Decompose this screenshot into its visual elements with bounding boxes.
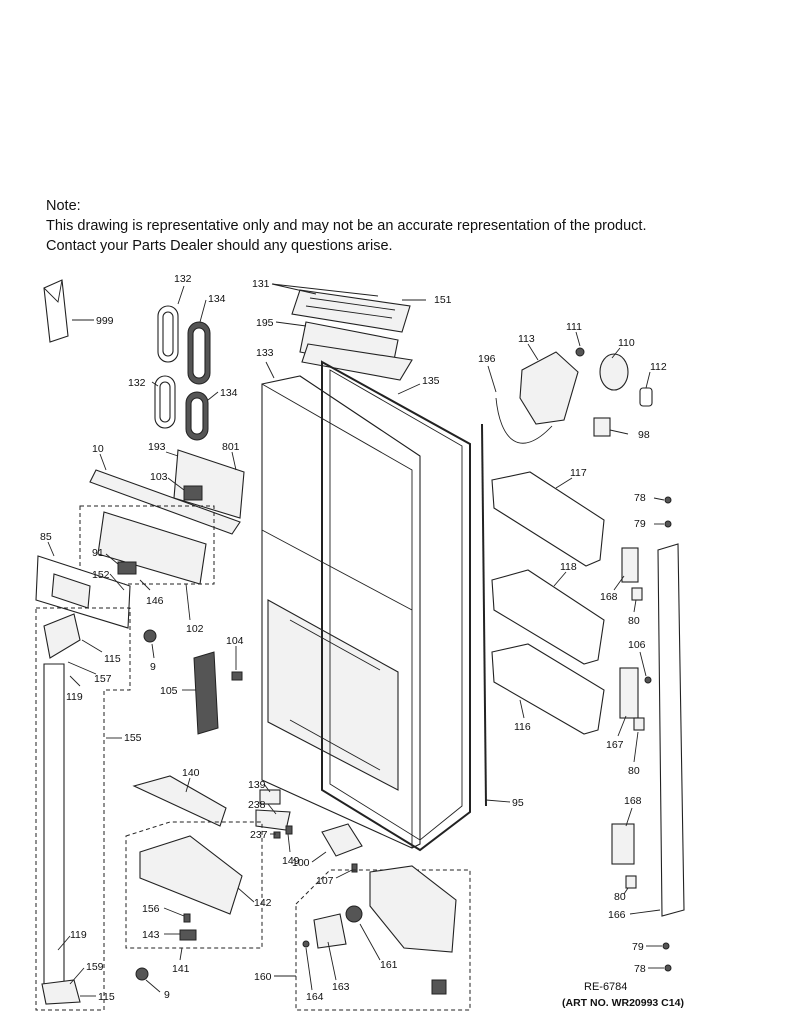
label-80: 80 [628,765,640,777]
label-103: 103 [150,471,168,483]
label-111: 111 [566,321,582,333]
label-9: 9 [164,989,170,1001]
label-131: 131 [252,278,270,290]
label-140: 140 [182,767,200,779]
label-195: 195 [256,317,274,329]
label-107: 107 [316,875,334,887]
label-80: 80 [614,891,626,903]
label-118: 118 [560,561,577,573]
part-132-134-trims [154,305,211,441]
label-78: 78 [634,492,646,504]
label-156: 156 [142,903,160,915]
label-237: 237 [250,829,268,841]
label-115: 115 [104,653,121,665]
part-196-harness [495,397,553,444]
label-157: 157 [94,673,112,685]
note-line-2: Contact your Parts Dealer should any que… [46,238,393,254]
note-line-1: This drawing is representative only and … [46,218,647,234]
part-999-literature [43,279,69,343]
leader-lines [47,283,665,997]
note-heading: Note: [46,198,81,214]
disclaimer-note: Note: This drawing is representative onl… [46,196,646,256]
label-152: 152 [92,569,110,581]
label-104: 104 [226,635,244,647]
part-133-door [261,375,421,849]
label-112: 112 [650,361,667,373]
part-140-139-group [132,775,293,839]
label-161: 161 [380,959,398,971]
label-95: 95 [512,797,524,809]
label-135: 135 [422,375,440,387]
part-166-hinge-cover [657,543,685,917]
label-146: 146 [146,595,164,607]
label-91: 91 [92,547,104,559]
label-143: 143 [142,929,160,941]
label-160: 160 [254,971,272,983]
label-100: 100 [292,857,310,869]
label-79: 79 [634,518,646,530]
label-134: 134 [220,387,238,399]
label-134: 134 [208,293,226,305]
part-bins [491,471,605,735]
part-155-dispenser-left-group [35,607,131,1011]
art-number: (ART NO. WR20993 C14) [562,997,684,1009]
part-113-dispenser-assy [519,347,653,437]
part-102-control-group [79,505,215,585]
part-135-gasket [321,360,471,852]
part-9-knob-lower [135,967,149,981]
label-999: 999 [96,315,114,327]
part-141-drip-tray-group [125,821,263,949]
label-79: 79 [632,941,644,953]
label-139: 139 [248,779,266,791]
label-196: 196 [478,353,496,365]
label-133: 133 [256,347,274,359]
label-801: 801 [222,441,240,453]
label-193: 193 [148,441,166,453]
label-132: 132 [174,273,192,285]
label-85: 85 [40,531,52,543]
label-166: 166 [608,909,626,921]
label-102: 102 [186,623,204,635]
label-119: 119 [70,929,87,941]
part-131-195-boards [291,289,413,381]
label-168: 168 [624,795,642,807]
label-164: 164 [306,991,324,1003]
label-159: 159 [86,961,104,973]
label-105: 105 [160,685,178,697]
label-132: 132 [128,377,146,389]
label-117: 117 [570,467,587,479]
diagram-reference: RE-6784 [584,981,627,993]
label-116: 116 [514,721,531,733]
label-151: 151 [434,294,452,306]
part-hinges [611,496,672,972]
part-85-control-panel [35,555,131,629]
label-168: 168 [600,591,618,603]
label-149: 149 [282,855,300,867]
label-106: 106 [628,639,646,651]
label-98: 98 [638,429,650,441]
label-78: 78 [634,963,646,975]
label-167: 167 [606,739,624,751]
part-number-labels: 999 132 134 132 134 131 151 195 133 135 … [40,273,667,1003]
label-115: 115 [98,991,115,1003]
label-163: 163 [332,981,350,993]
label-141: 141 [172,963,190,975]
label-119: 119 [66,691,83,703]
label-238: 238 [248,799,266,811]
label-113: 113 [518,333,535,345]
part-100-107 [321,823,363,873]
part-160-auger-group [295,865,471,1011]
label-110: 110 [618,337,635,349]
part-10-193-cover [89,449,245,535]
label-10: 10 [92,443,104,455]
label-9: 9 [150,661,156,673]
part-105-104 [193,651,243,735]
part-9-knob [143,629,157,643]
label-142: 142 [254,897,272,909]
label-155: 155 [124,732,142,744]
label-80: 80 [628,615,640,627]
